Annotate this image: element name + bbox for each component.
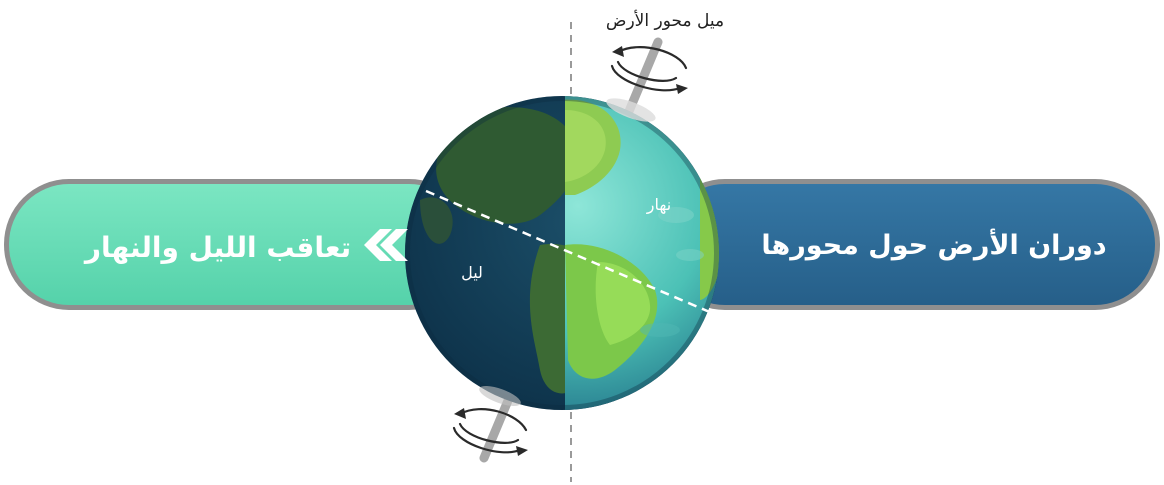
day-night-bar (4, 179, 474, 310)
day-label: نهار (646, 195, 671, 215)
rotation-label: دوران الأرض حول محورها (761, 228, 1106, 261)
terminator-line (425, 189, 713, 315)
rotation-bar (660, 179, 1160, 310)
south-pole-cap (479, 386, 521, 406)
rotation-arrow-icon (610, 46, 688, 94)
north-pole-cap (606, 98, 656, 122)
rotation-arrow-icon (452, 408, 528, 456)
axis-tilt-label: ميل محور الأرض (606, 10, 724, 31)
night-label: ليل (461, 263, 483, 282)
day-night-label: تعاقب الليل والنهار (83, 231, 351, 264)
earth-globe (405, 96, 719, 410)
double-chevron-left-icon (364, 229, 408, 261)
